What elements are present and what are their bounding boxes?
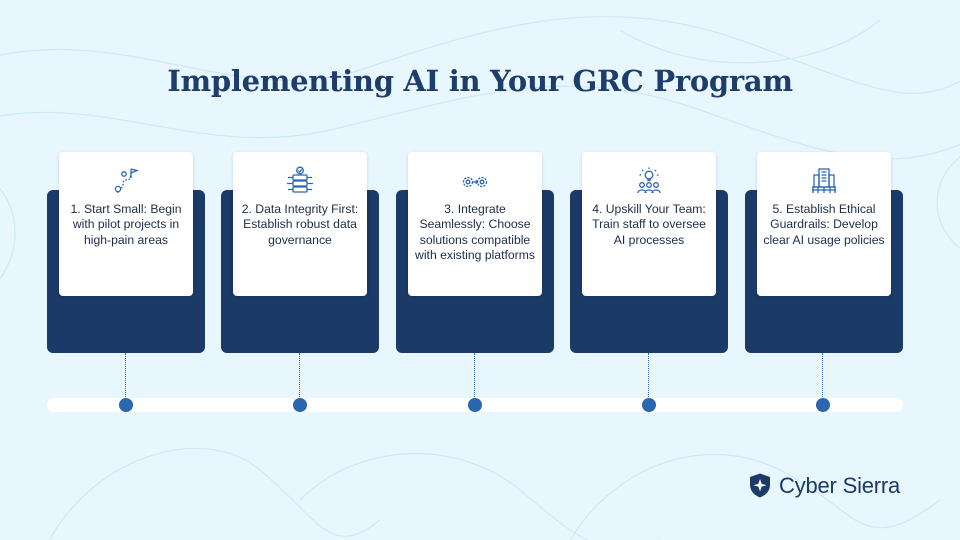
step-1: 1. Start Small: Begin with pilot project… — [47, 152, 205, 353]
step-2: 2. Data Integrity First: Establish robus… — [221, 152, 379, 353]
step-2-connector — [299, 353, 300, 405]
brand-name: Cyber Sierra — [779, 473, 901, 498]
timeline-dot-3 — [468, 398, 482, 412]
step-5-connector — [822, 353, 823, 405]
timeline-dot-5 — [816, 398, 830, 412]
step-1-connector — [125, 353, 126, 405]
step-3: 3. Integrate Seamlessly: Choose solution… — [396, 152, 554, 353]
step-3-card: 3. Integrate Seamlessly: Choose solution… — [408, 152, 542, 296]
building-guardrails-icon — [812, 168, 836, 193]
team-idea-icon — [637, 167, 661, 194]
database-network-check-icon — [287, 166, 313, 193]
step-3-connector — [474, 353, 475, 405]
step-5-card: 5. Establish Ethical Guardrails: Develop… — [757, 152, 891, 296]
step-4-card: 4. Upskill Your Team: Train staff to ove… — [582, 152, 716, 296]
shield-star-logo-icon — [750, 473, 770, 498]
timeline-dot-2 — [293, 398, 307, 412]
step-4-label: 4. Upskill Your Team: Train staff to ove… — [592, 202, 706, 247]
step-4-connector — [648, 353, 649, 405]
step-5: 5. Establish Ethical Guardrails: Develop… — [745, 152, 903, 353]
step-4: 4. Upskill Your Team: Train staff to ove… — [570, 152, 728, 353]
step-2-card: 2. Data Integrity First: Establish robus… — [233, 152, 367, 296]
timeline-dot-1 — [119, 398, 133, 412]
step-5-label: 5. Establish Ethical Guardrails: Develop… — [763, 202, 885, 247]
step-2-label: 2. Data Integrity First: Establish robus… — [241, 202, 359, 247]
timeline-dot-4 — [642, 398, 656, 412]
step-3-label: 3. Integrate Seamlessly: Choose solution… — [415, 202, 535, 263]
page-title: Implementing AI in Your GRC Program — [167, 64, 793, 98]
roadmap-flag-icon — [114, 168, 140, 193]
gears-integration-icon — [462, 176, 488, 188]
step-1-card: 1. Start Small: Begin with pilot project… — [59, 152, 193, 296]
step-1-label: 1. Start Small: Begin with pilot project… — [70, 202, 182, 247]
